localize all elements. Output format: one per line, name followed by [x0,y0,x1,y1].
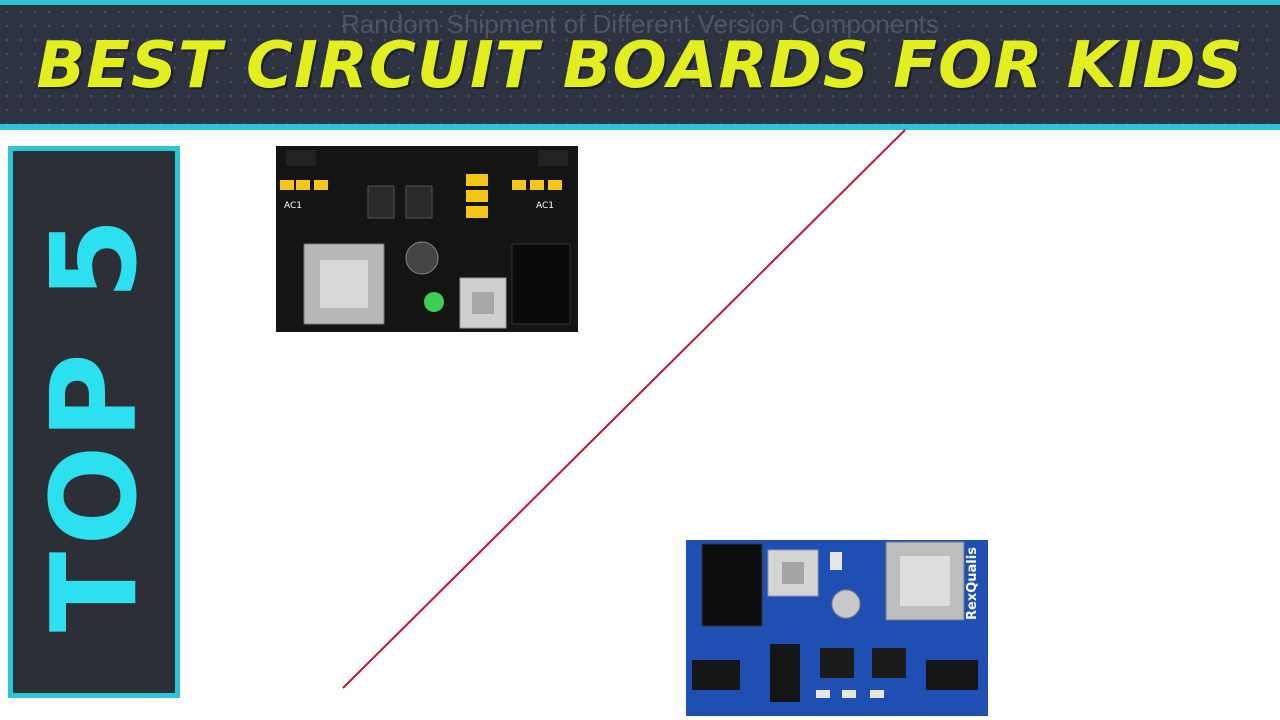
header-banner: Random Shipment of Different Version Com… [0,0,1280,130]
svg-text:AC1: AC1 [284,201,302,211]
product-image-black-board: AC1 AC1 [276,146,578,332]
page-title: BEST CIRCUIT BOARDS FOR KIDS [36,29,1244,103]
board-brand-text: RexQualis [965,547,980,620]
background-caption: Random Shipment of Different Version Com… [341,9,939,39]
product-image-blue-board: RexQualis [686,540,988,716]
side-panel: TOP 5 [8,146,180,698]
svg-text:AC1: AC1 [536,201,554,211]
